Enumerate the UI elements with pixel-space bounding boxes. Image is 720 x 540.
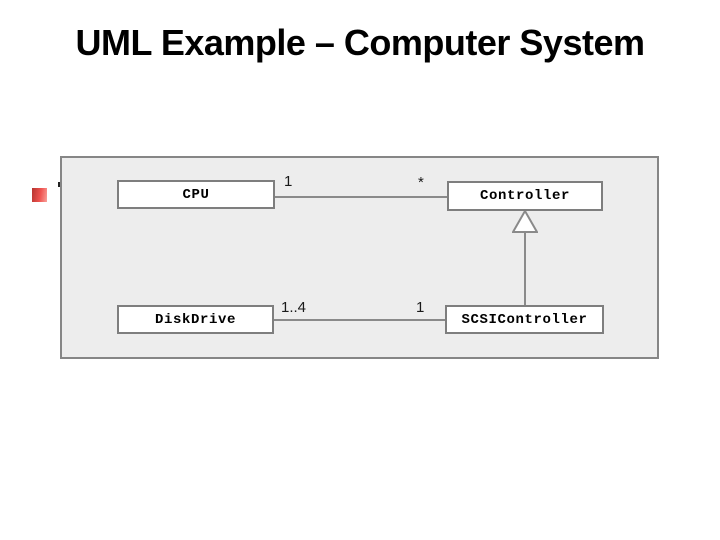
class-box-diskdrive: DiskDrive (117, 305, 274, 334)
class-label-scsicontroller: SCSIController (461, 311, 588, 328)
uml-diagram-panel: CPU Controller DiskDrive SCSIController … (60, 156, 659, 359)
inheritance-triangle-icon (512, 210, 538, 233)
multiplicity-scsicontroller-end: 1 (416, 299, 425, 316)
generalization-line (524, 232, 526, 305)
bullet-dot (58, 182, 61, 187)
multiplicity-cpu-end: 1 (284, 173, 293, 190)
red-bullet-icon (32, 188, 47, 202)
class-label-diskdrive: DiskDrive (154, 311, 236, 328)
multiplicity-controller-end: * (418, 174, 424, 191)
slide-title: UML Example – Computer System (75, 22, 645, 63)
class-box-cpu: CPU (117, 180, 275, 209)
association-cpu-controller-line (275, 196, 447, 198)
class-label-controller: Controller (479, 188, 570, 204)
multiplicity-diskdrive-end: 1..4 (281, 299, 307, 316)
association-diskdrive-scsicontroller-line (274, 319, 445, 321)
class-box-scsicontroller: SCSIController (445, 305, 604, 334)
class-label-cpu: CPU (182, 186, 210, 203)
class-box-controller: Controller (447, 181, 603, 211)
